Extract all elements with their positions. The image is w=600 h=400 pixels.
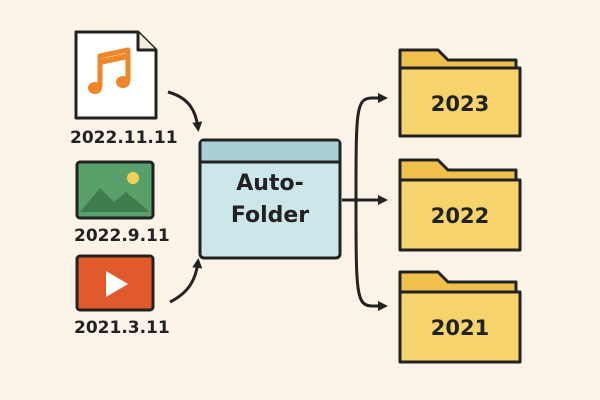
folder-2022-icon — [398, 158, 522, 252]
auto-folder-label-line1: Auto- — [236, 171, 304, 196]
file-date-music: 2022.11.11 — [70, 128, 178, 148]
video-file-icon — [75, 254, 155, 312]
auto-folder-label: Auto- Folder — [198, 168, 342, 232]
auto-folder-label-line2: Folder — [230, 203, 310, 228]
music-note-icon — [88, 47, 131, 94]
folder-label-2021: 2021 — [430, 316, 490, 340]
folder-label-2022: 2022 — [430, 204, 490, 228]
folder-2021-icon — [398, 270, 522, 364]
distribution-arrows — [342, 93, 388, 311]
arrow-video-to-app — [169, 258, 203, 304]
video-play-icon — [106, 271, 128, 297]
file-date-video: 2021.3.11 — [74, 318, 170, 338]
file-date-image: 2022.9.11 — [74, 226, 170, 246]
music-file-icon — [74, 30, 158, 120]
image-file-icon — [75, 160, 155, 220]
landscape-image-icon — [80, 172, 150, 212]
folder-2023-icon — [398, 48, 522, 138]
folder-label-2023: 2023 — [430, 92, 490, 116]
auto-folder-app-window — [198, 138, 342, 260]
arrow-music-to-app — [167, 90, 203, 132]
